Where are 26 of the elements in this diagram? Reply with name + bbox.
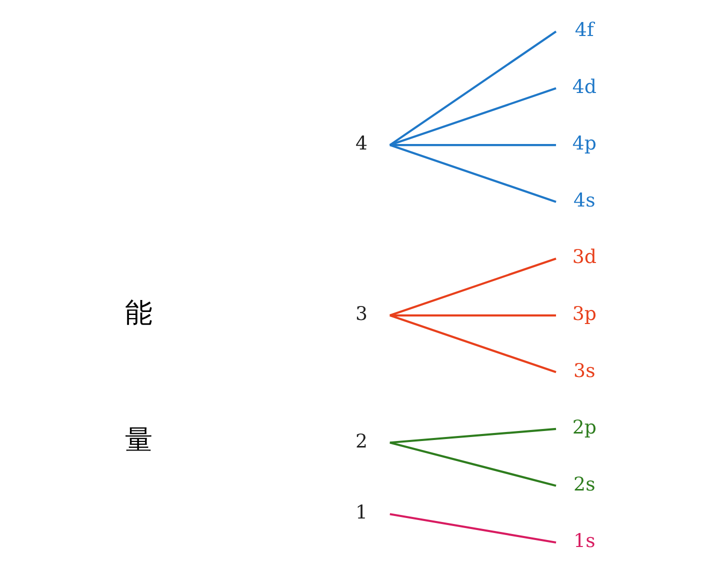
connector	[389, 314, 556, 374]
node-text: 1s	[573, 530, 595, 552]
node-text: 4s	[573, 189, 595, 212]
node-text: 1	[354, 502, 368, 524]
connector	[389, 144, 556, 203]
connector	[389, 144, 556, 146]
label: 能	[124, 298, 152, 330]
node-text: 2	[354, 430, 368, 452]
node-text: 3p	[572, 303, 596, 326]
connector	[389, 442, 556, 487]
node-text: 4f	[574, 19, 594, 42]
node-text: 4d	[572, 76, 596, 98]
node-text: 2p	[572, 416, 596, 439]
connector	[389, 428, 556, 444]
node-text: 3d	[572, 246, 596, 268]
connector	[389, 87, 556, 146]
node-text: 4p	[572, 132, 596, 155]
connector	[389, 314, 556, 316]
node-text: 2s	[573, 473, 595, 496]
node-text: 3s	[573, 360, 595, 382]
node-text: 3	[354, 303, 368, 326]
connector	[389, 513, 556, 544]
node-text: 4	[354, 132, 368, 155]
connector	[389, 258, 556, 316]
connector	[388, 30, 556, 146]
label: 量	[124, 425, 152, 456]
